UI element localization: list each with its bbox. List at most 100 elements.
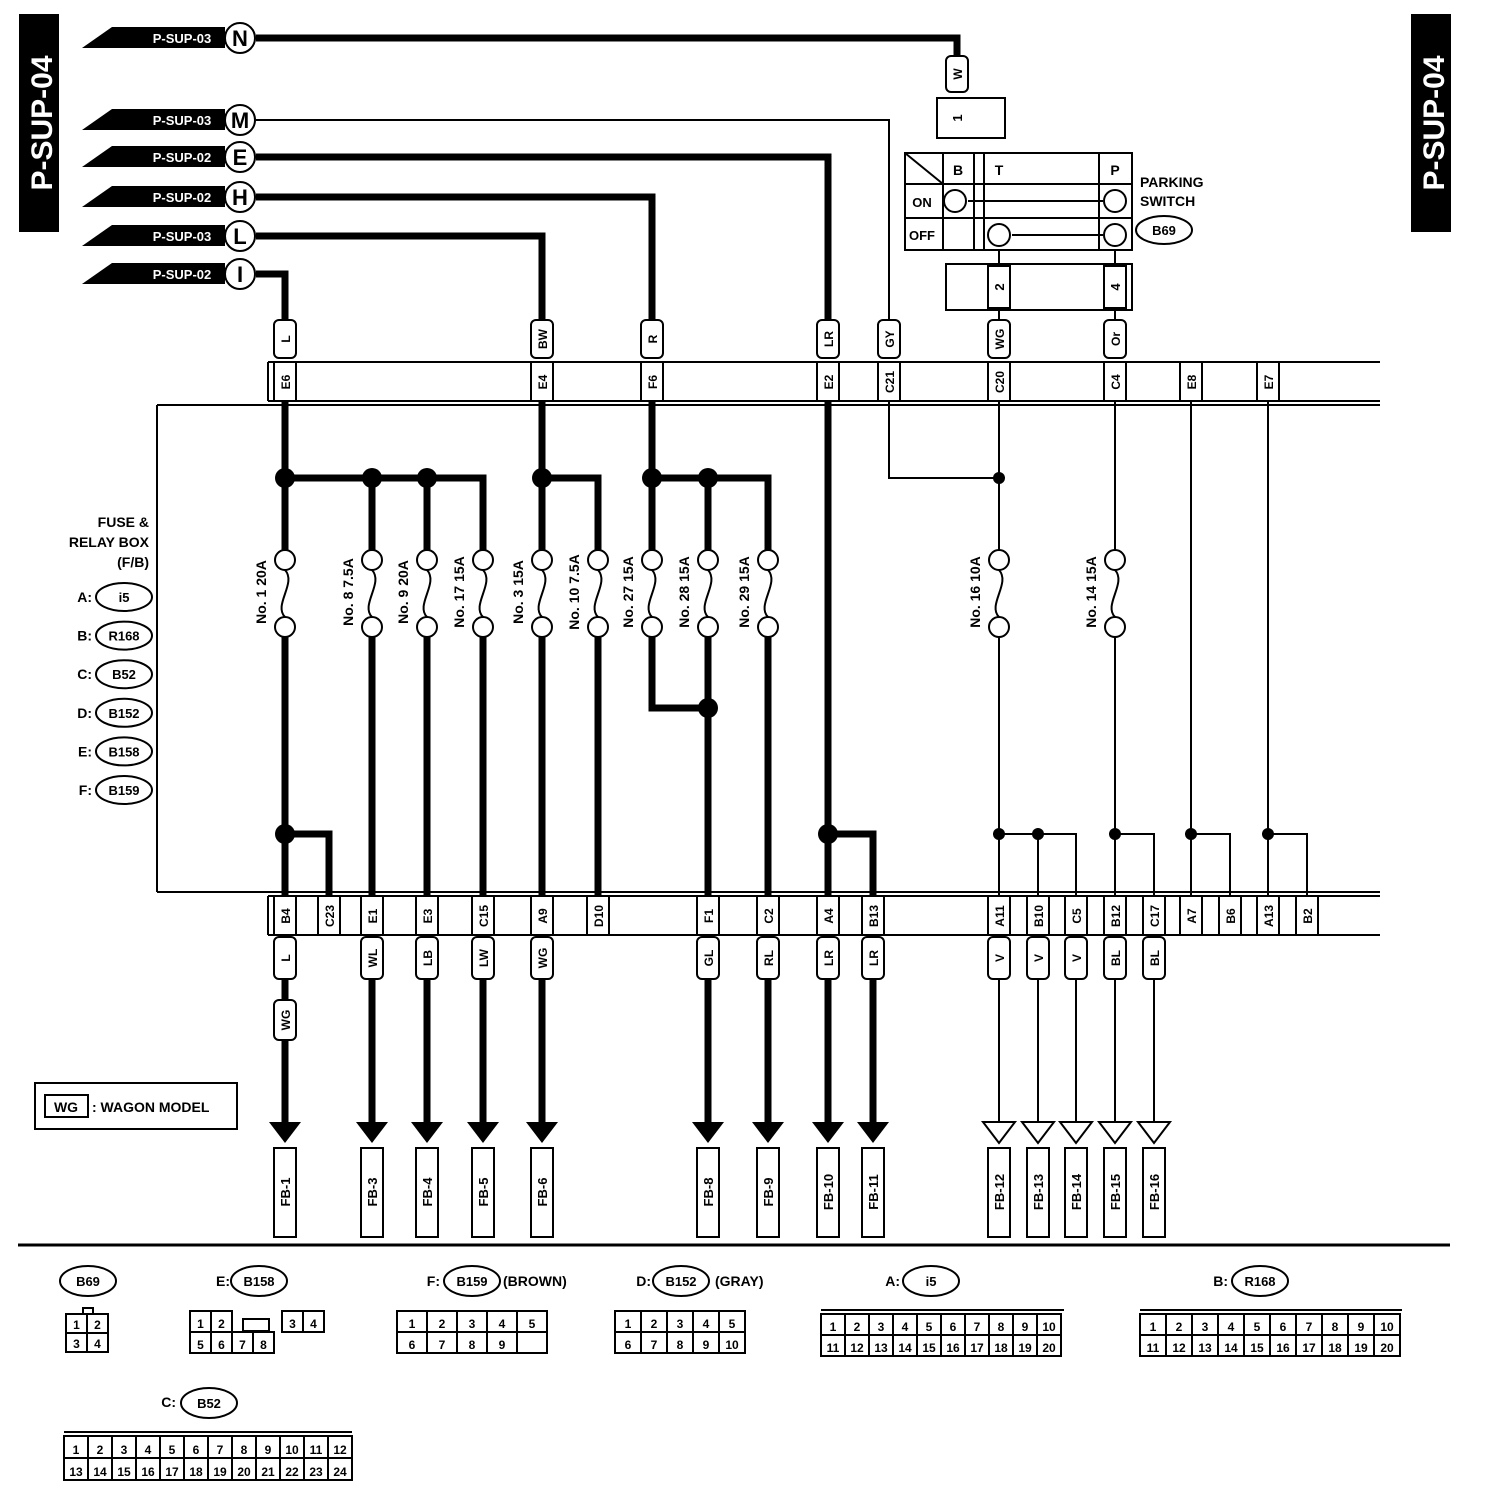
ref-letter-4: L [233, 224, 246, 249]
i5-pin-10: 11 [827, 1341, 840, 1355]
r168-pin-19: 20 [1380, 1341, 1394, 1355]
top-term-1: E4 [536, 374, 550, 389]
fuse-bottom-4 [531, 616, 553, 638]
cv-i5: i5 [926, 1274, 937, 1289]
fuse-element-2 [422, 569, 432, 618]
fuse-box-conn-letter-0: A: [77, 589, 92, 605]
out-dest-box-4 [530, 1147, 554, 1238]
b52-pin-6: 7 [217, 1443, 224, 1457]
fuse-box-conn-letter-4: E: [78, 743, 92, 759]
out-dest-9: FB-12 [992, 1174, 1007, 1210]
i5-pin-2: 3 [878, 1320, 885, 1334]
out-wire-badge-4-box [530, 936, 554, 980]
out-dest-box-0 [273, 1147, 297, 1238]
top-wire-badge-3-box [816, 319, 840, 359]
b152-pin-5: 6 [625, 1338, 632, 1352]
top-wire-badge-5: WG [993, 329, 1007, 350]
i5-pin-18: 19 [1018, 1341, 1032, 1355]
r168-pin-2: 3 [1202, 1320, 1209, 1334]
top-term-box-8 [1256, 361, 1280, 402]
bot-term-19: B2 [1301, 908, 1315, 924]
b152-cell-9 [718, 1331, 746, 1354]
out-dest-box-6 [756, 1147, 780, 1238]
out-dest-box-5 [696, 1147, 720, 1238]
out-arrow-13 [1135, 1121, 1173, 1145]
out-arrow-5 [692, 1122, 724, 1143]
ps-row-on: ON [912, 195, 932, 210]
fuse-top-6 [641, 549, 663, 571]
ref-label-3: P-SUP-02 [153, 190, 212, 205]
cv-b52: B52 [197, 1396, 221, 1411]
top-term-0: E6 [279, 374, 293, 389]
fuse-top-8 [757, 549, 779, 571]
out-wire-badge-13: BL [1148, 950, 1162, 966]
out-wire-badge-11: V [1070, 954, 1084, 962]
out-dest-box-2 [415, 1147, 439, 1238]
out-wire-badge-12-box [1103, 936, 1127, 980]
fuse-box-conn-0-oval [95, 582, 153, 612]
ps-label-1: SWITCH [1140, 193, 1195, 209]
bot-term-15: C17 [1148, 905, 1162, 927]
fuse-label-9: No. 16 10A [967, 556, 983, 628]
fuse-box-title-0: FUSE & [98, 514, 149, 530]
out-dest-5: FB-8 [701, 1178, 716, 1207]
bot-term-box-16 [1179, 895, 1203, 936]
i5-pin-7: 8 [998, 1320, 1005, 1334]
r168-pin-4: 5 [1254, 1320, 1261, 1334]
top-term-box-4 [877, 361, 901, 402]
ref-circle-0 [224, 22, 256, 54]
b52-pin-1: 2 [97, 1443, 104, 1457]
fuse-top-1 [361, 549, 383, 571]
fuse-label-3: No. 17 15A [451, 556, 467, 628]
fuse-element-0 [280, 569, 290, 618]
fuse-top-4 [531, 549, 553, 571]
out-wire-badge-3-box [471, 936, 495, 980]
i5-pin-1: 2 [854, 1320, 861, 1334]
b159-pin-5: 6 [409, 1338, 416, 1352]
r168-pin-9: 10 [1380, 1320, 1394, 1334]
fuse-bottom-9 [988, 616, 1010, 638]
r168-pin-6: 7 [1306, 1320, 1313, 1334]
b52-pin-21: 22 [285, 1465, 299, 1479]
bot-term-box-19 [1295, 895, 1319, 936]
page-tag-right: P-SUP-04 [1411, 14, 1451, 232]
i5-pin-11: 12 [850, 1341, 864, 1355]
out-dest-11: FB-14 [1069, 1173, 1084, 1210]
i5-pin-16: 17 [970, 1341, 984, 1355]
out-arrow-6 [752, 1122, 784, 1143]
i5-pin-4: 5 [926, 1320, 933, 1334]
fuse-box-conn-1: R168 [108, 629, 139, 644]
b69-pin-2: 3 [73, 1337, 80, 1351]
b152-pin-2: 3 [677, 1317, 684, 1331]
top-wire-badge-1: BW [536, 328, 550, 349]
ps-label-0: PARKING [1140, 174, 1204, 190]
out-dest-12: FB-15 [1108, 1174, 1123, 1210]
r168-pin-11: 12 [1172, 1341, 1186, 1355]
out-arrow-0 [269, 1122, 301, 1143]
r168-pin-17: 18 [1328, 1341, 1342, 1355]
b52-pin-7: 8 [241, 1443, 248, 1457]
fuse-box-conn-3-oval [95, 697, 153, 728]
b52-pin-10: 11 [310, 1443, 323, 1457]
b159-cell-9 [516, 1331, 548, 1354]
b152-pin-0: 1 [625, 1317, 632, 1331]
b52-pin-12: 13 [69, 1465, 83, 1479]
cv-b152: B152 [665, 1274, 696, 1289]
fuse-box-conn-letter-1: B: [77, 628, 92, 644]
fuse-bottom-2 [416, 616, 438, 638]
fuse-element-6 [647, 569, 657, 618]
cv-b52-prefix: C: [161, 1394, 176, 1410]
bot-term-13: C5 [1070, 908, 1084, 924]
out-extra-badge-0: WG [279, 1010, 293, 1031]
cv-b158-prefix: E: [216, 1273, 230, 1289]
top-term-3: E2 [822, 374, 836, 389]
out-dest-box-13 [1142, 1147, 1166, 1238]
b152-pin-9: 10 [725, 1338, 739, 1352]
bot-term-box-1 [317, 895, 341, 936]
fuse-box-conn-5-oval [95, 775, 153, 805]
bot-term-4: C15 [477, 905, 491, 927]
out-wire-badge-4: WG [536, 948, 550, 969]
wagon-legend-code: WG [54, 1099, 78, 1115]
out-arrow-8 [857, 1122, 889, 1143]
r168-pin-15: 16 [1276, 1341, 1290, 1355]
